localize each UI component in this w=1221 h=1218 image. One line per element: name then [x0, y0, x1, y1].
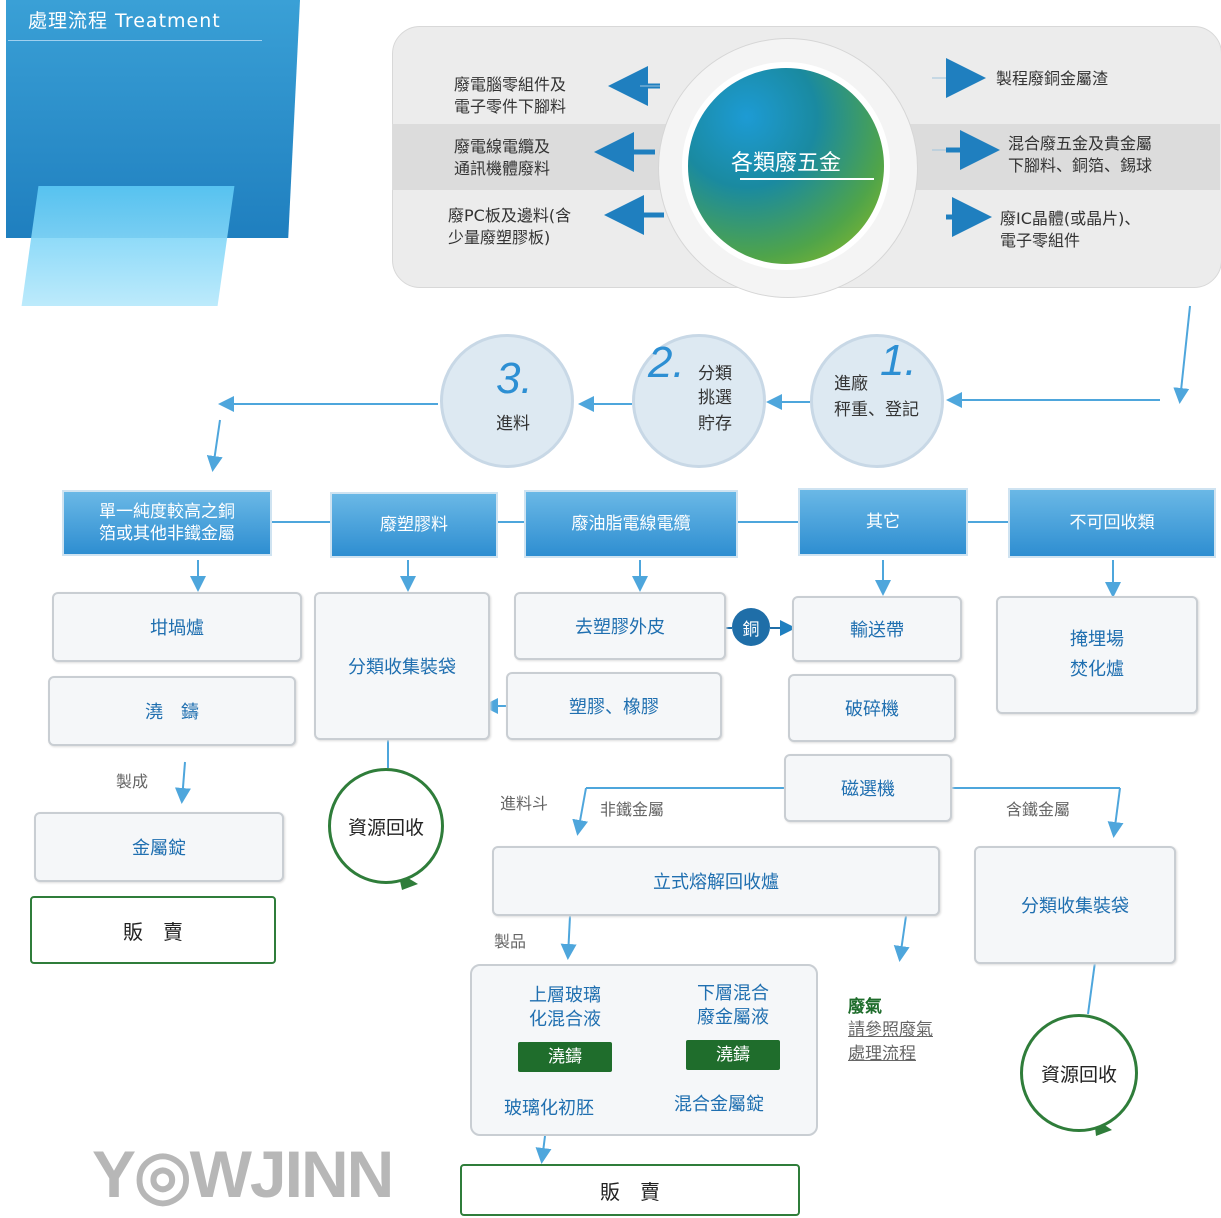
sort-bag-box-2: 分類收集裝袋 [974, 846, 1176, 964]
exhaust-process-link[interactable]: 請參照廢氣處理流程 [848, 1020, 933, 1064]
step-3-circle [440, 334, 574, 468]
recycle-circle-2: 資源回收 [1020, 1014, 1138, 1132]
header-divider [8, 40, 262, 41]
step-2-line1: 分類 [698, 364, 732, 384]
step-2-number: 2. [648, 338, 685, 387]
page-title: 處理流程 Treatment [28, 10, 221, 32]
source-right-1: 製程廢銅金屬渣 [996, 69, 1109, 88]
category-plastic: 廢塑膠料 [330, 492, 498, 558]
recycle-circle-1: 資源回收 [328, 768, 444, 884]
conveyor-box: 輸送帶 [792, 596, 962, 662]
source-right-2: 混合廢五金及貴金屬下腳料、銅箔、錫球 [1008, 134, 1153, 175]
step-2-circle [632, 334, 766, 468]
crucible-furnace-box: 坩堝爐 [52, 592, 302, 662]
center-circle [688, 68, 884, 264]
step-1-circle [810, 334, 944, 468]
center-underline [740, 178, 874, 180]
ferrous-label: 含鐵金屬 [1006, 800, 1071, 819]
vertical-furnace-box: 立式熔解回收爐 [492, 846, 940, 916]
center-label: 各類廢五金 [730, 151, 841, 176]
glass-layer-title: 上層玻璃化混合液 [529, 985, 601, 1030]
copper-badge: 銅 [732, 608, 770, 646]
source-right-3: 廢IC晶體(或晶片)、電子零組件 [1000, 209, 1141, 250]
magnetic-separator-box: 磁選機 [784, 754, 952, 822]
casting-box: 澆 鑄 [48, 676, 296, 746]
category-nonrecyclable: 不可回收類 [1008, 488, 1216, 558]
sell-box-2: 販 賣 [460, 1164, 800, 1216]
metal-layer-title: 下層混合廢金屬液 [697, 983, 769, 1028]
category-other: 其它 [798, 488, 968, 556]
made-label: 製成 [116, 772, 149, 791]
category-nonferrous: 單一純度較高之銅箔或其他非鐵金屬 [62, 490, 272, 556]
step-1-line2: 秤重、登記 [834, 400, 919, 420]
mixed-ingot-label: 混合金屬錠 [674, 1094, 764, 1115]
source-left-2: 廢電線電纜及通訊機體廢料 [454, 137, 551, 178]
category-cable: 廢油脂電線電纜 [524, 490, 738, 558]
nonferrous-label: 非鐵金屬 [600, 800, 665, 819]
sort-bag-box-1: 分類收集裝袋 [314, 592, 490, 740]
glass-preform-label: 玻璃化初胚 [504, 1098, 594, 1119]
ingot-box: 金屬錠 [34, 812, 284, 882]
casting-tag-left: 澆鑄 [518, 1042, 612, 1072]
step-3-line1: 進料 [496, 414, 530, 434]
hopper-label: 進料斗 [500, 794, 549, 813]
source-left-1: 廢電腦零組件及電子零件下腳料 [454, 75, 567, 116]
step-2-line3: 貯存 [698, 414, 732, 434]
step-1-number: 1. [880, 336, 917, 385]
crusher-box: 破碎機 [788, 674, 956, 742]
casting-tag-right: 澆鑄 [686, 1040, 780, 1070]
sell-box-1: 販 賣 [30, 896, 276, 964]
company-logo: Y◎WJINN [92, 1137, 394, 1211]
step-2-line2: 挑選 [698, 388, 732, 408]
landfill-incinerator-box: 掩埋場焚化爐 [996, 596, 1198, 714]
strip-plastic-box: 去塑膠外皮 [514, 592, 726, 660]
step-1-line1: 進廠 [834, 374, 868, 394]
step-3-number: 3. [496, 354, 533, 403]
source-left-3: 廢PC板及邊料(含少量廢塑膠板) [448, 206, 572, 247]
exhaust-title: 廢氣 [848, 997, 882, 1017]
product-label: 製品 [494, 932, 527, 951]
plastic-rubber-box: 塑膠、橡膠 [506, 672, 722, 740]
